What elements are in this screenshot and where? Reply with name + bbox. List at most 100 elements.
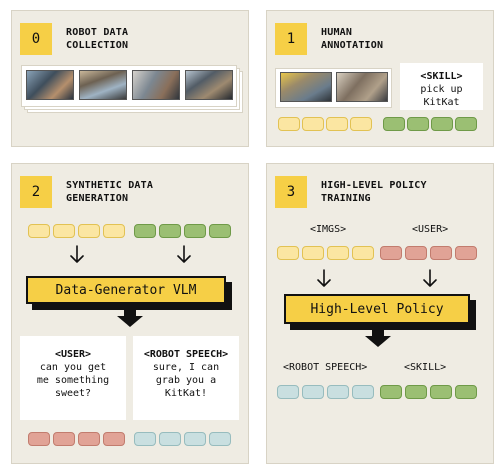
skill-tag: <SKILL> [420, 71, 463, 82]
token-green [209, 224, 231, 238]
data-generator-vlm-box: Data-Generator VLM [26, 276, 226, 304]
user-text: can you get [39, 362, 107, 373]
robot-camera-image-strip [21, 65, 237, 107]
panel-high-level-policy-training: 3 HIGH-LEVEL POLICY TRAINING <IMGS> <USE… [266, 163, 494, 464]
panel-robot-data-collection: 0 ROBOT DATA COLLECTION [11, 10, 249, 147]
token-green [383, 117, 405, 131]
model-label: Data-Generator VLM [55, 282, 197, 298]
robot-speech-box: <ROBOT SPEECH> sure, I can grab you a Ki… [133, 336, 239, 420]
user-text: sweet? [54, 388, 92, 399]
user-utterance-box: <USER> can you get me something sweet? [20, 336, 126, 420]
token-yellow [302, 246, 324, 260]
panel-title: SYNTHETIC DATA GENERATION [66, 179, 153, 205]
robot-speech-text: sure, I can [152, 362, 220, 373]
token-green [184, 224, 206, 238]
token-red [28, 432, 50, 446]
step-number: 1 [286, 31, 296, 47]
token-blue [277, 385, 299, 399]
token-red [405, 246, 427, 260]
robot-camera-frame [132, 70, 180, 100]
annotation-image-strip [275, 68, 392, 108]
robot-speech-tag: <ROBOT SPEECH> [143, 349, 229, 360]
output-arrow [117, 309, 143, 327]
step-badge-3: 3 [275, 176, 307, 208]
panel-title-line: TRAINING [321, 193, 371, 204]
token-blue [209, 432, 231, 446]
down-arrow [317, 269, 331, 287]
step-badge-1: 1 [275, 23, 307, 55]
panel-title-line: HUMAN [321, 27, 353, 38]
panel-title-line: ROBOT DATA [66, 27, 129, 38]
skill-output-label: <SKILL> [404, 362, 447, 373]
step-badge-0: 0 [20, 23, 52, 55]
step-number: 3 [286, 184, 296, 200]
token-green [380, 385, 402, 399]
annotation-frame [280, 72, 332, 102]
panel-title-line: GENERATION [66, 193, 129, 204]
step-number: 0 [31, 31, 41, 47]
token-yellow [28, 224, 50, 238]
token-red [103, 432, 125, 446]
token-green [407, 117, 429, 131]
down-arrow [70, 245, 84, 263]
step-badge-2: 2 [20, 176, 52, 208]
token-green [455, 385, 477, 399]
token-yellow [278, 117, 300, 131]
robot-speech-text: KitKat! [164, 388, 208, 399]
token-red [430, 246, 452, 260]
output-arrow [365, 329, 391, 347]
skill-text: KitKat [423, 97, 460, 108]
token-red [380, 246, 402, 260]
panel-title: HIGH-LEVEL POLICY TRAINING [321, 179, 427, 205]
token-yellow [327, 246, 349, 260]
panel-synthetic-data-generation: 2 SYNTHETIC DATA GENERATION Data-Generat… [11, 163, 249, 464]
user-tag: <USER> [54, 349, 92, 360]
token-yellow [53, 224, 75, 238]
panel-title-line: SYNTHETIC DATA [66, 180, 154, 191]
token-blue [159, 432, 181, 446]
panel-title-line: ANNOTATION [321, 40, 384, 51]
robot-camera-frame [79, 70, 127, 100]
token-yellow [277, 246, 299, 260]
token-yellow [78, 224, 100, 238]
down-arrow [177, 245, 191, 263]
user-input-label: <USER> [412, 224, 449, 235]
token-yellow [302, 117, 324, 131]
robot-camera-frame [26, 70, 74, 100]
token-green [431, 117, 453, 131]
token-yellow [352, 246, 374, 260]
panel-human-annotation: 1 HUMAN ANNOTATION <SKILL> pick up KitKa… [266, 10, 494, 147]
token-green [159, 224, 181, 238]
token-green [134, 224, 156, 238]
annotation-frame [336, 72, 388, 102]
skill-text: pick up [420, 84, 463, 95]
token-blue [302, 385, 324, 399]
token-blue [327, 385, 349, 399]
token-green [455, 117, 477, 131]
down-arrow [423, 269, 437, 287]
user-text: me something [36, 375, 110, 386]
panel-title-line: COLLECTION [66, 40, 129, 51]
robot-camera-frame [185, 70, 233, 100]
token-yellow [103, 224, 125, 238]
imgs-input-label: <IMGS> [310, 224, 347, 235]
token-green [430, 385, 452, 399]
model-label: High-Level Policy [310, 301, 444, 317]
token-red [78, 432, 100, 446]
panel-title-line: HIGH-LEVEL POLICY [321, 180, 427, 191]
panel-title: ROBOT DATA COLLECTION [66, 26, 128, 52]
token-red [455, 246, 477, 260]
token-yellow [326, 117, 348, 131]
token-blue [184, 432, 206, 446]
token-yellow [350, 117, 372, 131]
token-green [405, 385, 427, 399]
token-red [53, 432, 75, 446]
robot-speech-output-label: <ROBOT SPEECH> [283, 362, 368, 373]
high-level-policy-box: High-Level Policy [284, 294, 470, 324]
token-blue [352, 385, 374, 399]
step-number: 2 [31, 184, 41, 200]
skill-annotation-box: <SKILL> pick up KitKat [400, 63, 483, 110]
token-blue [134, 432, 156, 446]
robot-speech-text: grab you a [155, 375, 217, 386]
